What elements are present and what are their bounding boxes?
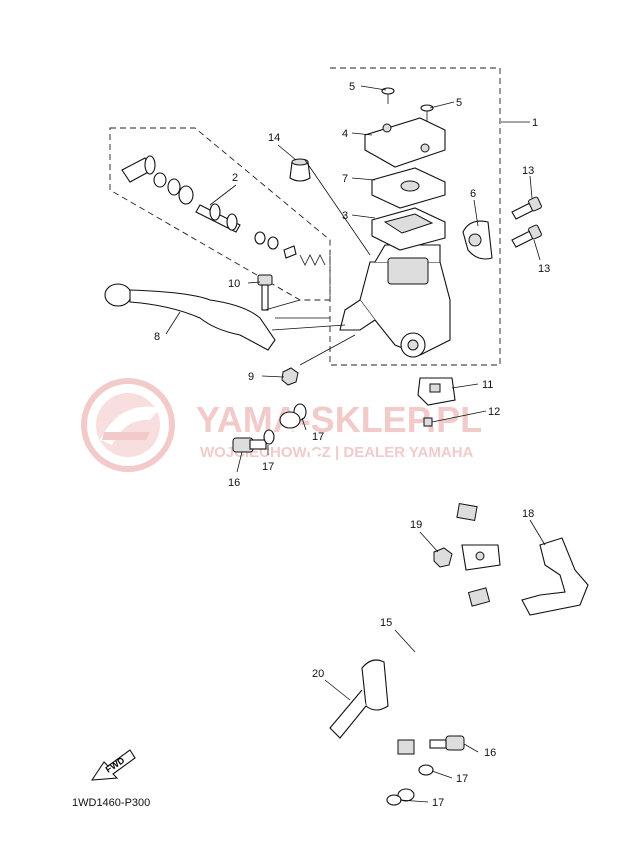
reservoir-cap bbox=[364, 117, 446, 168]
callout-4: 4 bbox=[342, 128, 348, 140]
callout-2: 2 bbox=[232, 172, 238, 184]
piston-kit bbox=[121, 155, 326, 266]
screw-5b bbox=[420, 104, 434, 121]
callout-19: 19 bbox=[410, 519, 422, 531]
callout-13a: 13 bbox=[522, 165, 534, 177]
switch-screw bbox=[423, 417, 433, 427]
callout-8: 8 bbox=[154, 331, 160, 343]
hose-clamp-bolt bbox=[433, 547, 453, 568]
callout-10: 10 bbox=[228, 278, 240, 290]
callout-1: 1 bbox=[532, 117, 538, 129]
callout-5a: 5 bbox=[349, 81, 355, 93]
forward-arrow-icon: FWD bbox=[90, 749, 136, 781]
callout-20: 20 bbox=[312, 668, 324, 680]
callout-6: 6 bbox=[470, 188, 476, 200]
hose-bracket bbox=[521, 537, 589, 616]
brake-lever bbox=[104, 283, 276, 351]
hose-guide bbox=[329, 659, 389, 739]
callout-13b: 13 bbox=[538, 263, 550, 275]
callout-9: 9 bbox=[248, 371, 254, 383]
washer-upper-1 bbox=[263, 429, 275, 445]
bolt-13a bbox=[511, 196, 542, 220]
callout-3: 3 bbox=[342, 210, 348, 222]
callout-14: 14 bbox=[268, 132, 280, 144]
callout-16a: 16 bbox=[228, 477, 240, 489]
union-bolt-lower bbox=[429, 735, 465, 751]
watermark-logo-icon bbox=[81, 378, 175, 472]
callout-17d: 17 bbox=[432, 797, 444, 809]
callout-numbers: 1 2 3 4 5 5 6 7 8 9 10 11 12 13 13 14 15… bbox=[154, 81, 550, 809]
master-cylinder-body bbox=[339, 244, 451, 358]
dust-cap bbox=[289, 158, 311, 182]
washer-lower-2 bbox=[386, 794, 402, 806]
watermark-brand: YAMA-SKLEP.PL bbox=[196, 399, 482, 440]
bolt-13b bbox=[511, 224, 542, 248]
callout-18: 18 bbox=[522, 508, 534, 520]
washer-lower-1 bbox=[418, 764, 434, 776]
assembly-box-2 bbox=[109, 127, 331, 301]
diaphragm bbox=[371, 207, 446, 251]
callout-12: 12 bbox=[488, 406, 500, 418]
callout-17b: 17 bbox=[262, 461, 274, 473]
diagram-code: 1WD1460-P300 bbox=[72, 797, 150, 809]
callout-16b: 16 bbox=[484, 747, 496, 759]
lever-bolt bbox=[257, 274, 273, 311]
callout-17c: 17 bbox=[456, 773, 468, 785]
brake-switch bbox=[417, 377, 456, 406]
callout-15: 15 bbox=[380, 617, 392, 629]
union-bolt-upper bbox=[232, 437, 267, 453]
hose-clamp bbox=[461, 544, 501, 571]
master-cylinder-holder bbox=[462, 220, 493, 260]
callout-17a: 17 bbox=[312, 431, 324, 443]
screw-5a bbox=[381, 87, 395, 104]
assembly-box-1 bbox=[329, 67, 501, 366]
callout-5b: 5 bbox=[456, 97, 462, 109]
lever-nut bbox=[281, 367, 299, 386]
callout-7: 7 bbox=[342, 173, 348, 185]
callout-11: 11 bbox=[482, 379, 493, 391]
diaphragm-holder bbox=[371, 167, 446, 209]
leader-lines bbox=[165, 85, 546, 803]
